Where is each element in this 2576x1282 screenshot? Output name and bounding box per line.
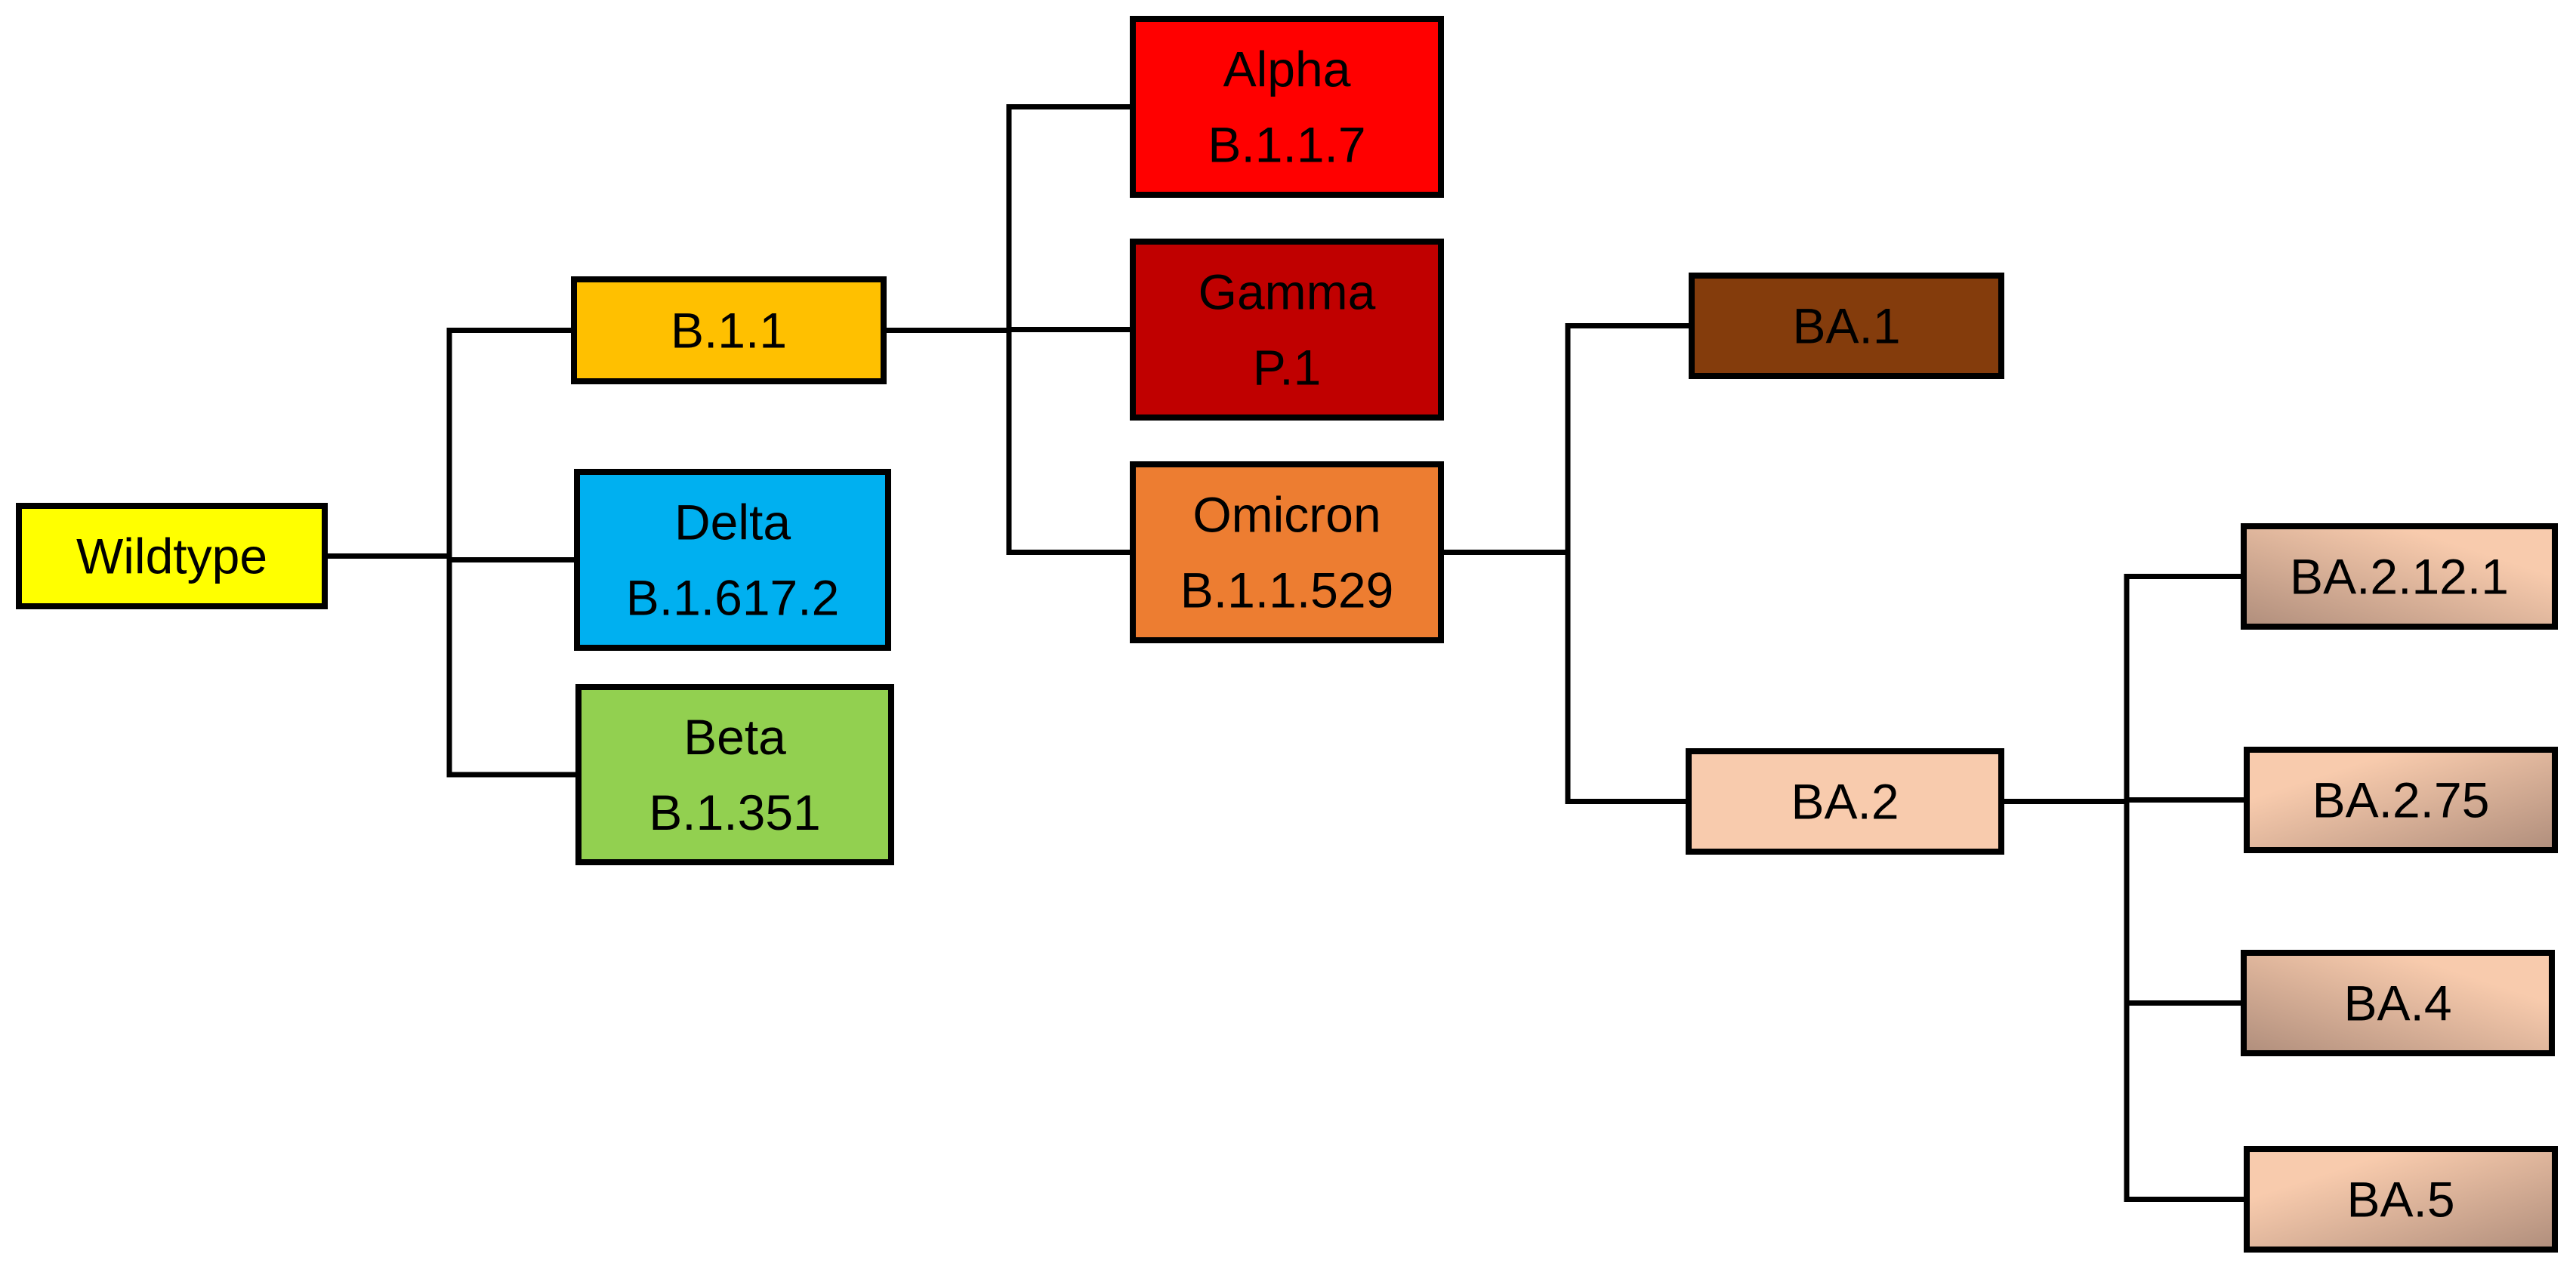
node-box-omicron: [1130, 461, 1444, 643]
connector-lines: [322, 104, 2250, 1202]
edge-wildtype-to-beta: [322, 553, 582, 778]
node-wildtype: Wildtype: [16, 503, 328, 609]
edge-ba2-to-ba5: [1998, 799, 2250, 1202]
node-box-wildtype: [16, 503, 328, 609]
node-label-alpha-line-1: Alpha: [1223, 42, 1351, 97]
node-ba2121: BA.2.12.1: [2241, 523, 2558, 630]
node-label-ba4: BA.4: [2343, 975, 2451, 1031]
node-box-ba5: [2244, 1146, 2558, 1253]
node-box-gamma: [1130, 239, 1444, 421]
node-label-gamma-line-1: Gamma: [1199, 264, 1376, 320]
node-label-ba2121: BA.2.12.1: [2290, 549, 2509, 605]
node-ba2: BA.2: [1686, 748, 2004, 855]
node-label-omicron-line-1: Omicron: [1192, 487, 1381, 543]
node-label-b11: B.1.1: [671, 303, 787, 359]
node-box-delta: [574, 469, 891, 651]
node-label-ba5: BA.5: [2346, 1172, 2454, 1228]
edge-omicron-to-ba1: [1438, 323, 1695, 555]
node-ba5: BA.5: [2244, 1146, 2558, 1253]
node-label-wildtype: Wildtype: [76, 529, 267, 584]
node-box-alpha: [1130, 16, 1444, 198]
node-ba275: BA.2.75: [2244, 747, 2558, 853]
node-label-ba1: BA.1: [1792, 298, 1900, 354]
node-ba1: BA.1: [1689, 273, 2004, 379]
node-box-ba4: [2241, 950, 2555, 1056]
node-ba4: BA.4: [2241, 950, 2555, 1056]
edge-b11-to-alpha: [881, 104, 1136, 333]
node-label-gamma-line-2: P.1: [1253, 340, 1322, 396]
node-label-delta-line-1: Delta: [674, 495, 791, 550]
edge-omicron-to-ba2: [1438, 550, 1692, 804]
node-label-alpha-line-2: B.1.1.7: [1208, 117, 1365, 173]
node-box-ba1: [1689, 273, 2004, 379]
node-b11: B.1.1: [571, 276, 887, 384]
node-label-omicron-line-2: B.1.1.529: [1180, 562, 1394, 618]
node-label-ba275: BA.2.75: [2312, 772, 2490, 828]
edge-ba2-to-ba2121: [1998, 574, 2247, 804]
node-box-ba2: [1686, 748, 2004, 855]
node-label-beta-line-1: Beta: [683, 709, 786, 765]
node-box-b11: [571, 276, 887, 384]
node-box-beta: [575, 684, 894, 865]
node-label-beta-line-2: B.1.351: [649, 784, 821, 840]
node-label-delta-line-2: B.1.617.2: [626, 570, 840, 626]
edge-wildtype-to-b11: [322, 328, 577, 559]
node-label-ba2: BA.2: [1791, 774, 1899, 830]
node-box-ba2121: [2241, 523, 2558, 630]
node-box-ba275: [2244, 747, 2558, 853]
edge-b11-to-omicron: [881, 328, 1136, 555]
edge-ba2-to-ba4: [1998, 799, 2247, 1006]
